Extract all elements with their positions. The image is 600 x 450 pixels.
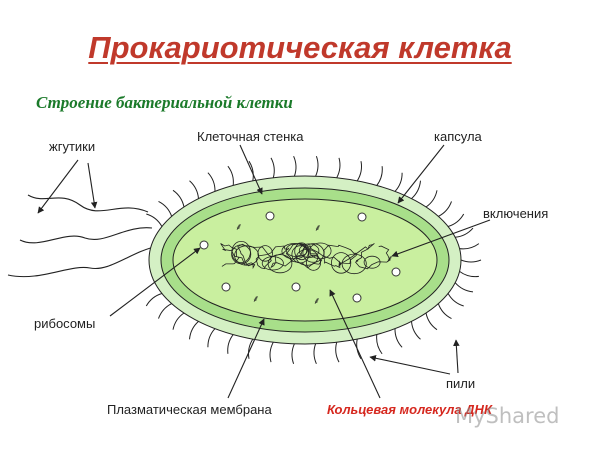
dna-nucleoid bbox=[220, 240, 391, 275]
page-title: Прокариотическая клетка bbox=[88, 30, 512, 65]
pili bbox=[145, 155, 482, 365]
label-pili: пили bbox=[446, 376, 476, 391]
label-dna: Кольцевая молекула ДНК bbox=[327, 402, 492, 417]
label-ribosomes: рибосомы bbox=[34, 316, 96, 331]
cytoplasm bbox=[172, 198, 438, 322]
flagella bbox=[7, 194, 159, 278]
label-cell-wall: Клеточная стенка bbox=[197, 129, 304, 144]
label-capsule: капсула bbox=[434, 129, 482, 144]
svg-text:⸙: ⸙ bbox=[386, 254, 394, 265]
svg-text:⸙: ⸙ bbox=[313, 296, 321, 307]
label-plasma-membrane: Плазматическая мембрана bbox=[107, 402, 272, 417]
svg-text:⸙: ⸙ bbox=[235, 222, 243, 233]
pointer-lines bbox=[37, 144, 491, 399]
ribosomes bbox=[199, 211, 401, 303]
label-inclusions: включения bbox=[483, 206, 549, 221]
watermark: MyShared bbox=[455, 404, 560, 428]
svg-text:⸙: ⸙ bbox=[314, 223, 322, 234]
label-flagella: жгутики bbox=[49, 139, 96, 154]
page-subtitle: Строение бактериальной клетки bbox=[36, 93, 293, 112]
inclusions: ⸙ ⸙ ⸙ ⸙ ⸙ bbox=[235, 222, 394, 307]
svg-text:⸙: ⸙ bbox=[252, 294, 260, 305]
